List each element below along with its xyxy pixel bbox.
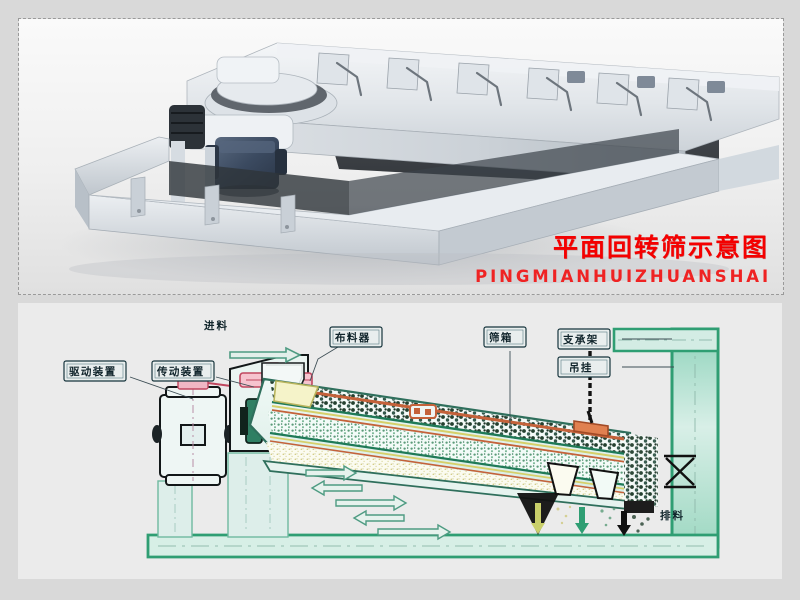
support-frame-structure <box>146 327 720 559</box>
label-screen-box: 筛箱 <box>483 326 527 348</box>
label-transmission-device: 传动装置 <box>151 360 215 382</box>
feed-arrow <box>229 346 302 364</box>
label-suspension: 吊挂 <box>557 356 611 378</box>
cross-brace <box>664 454 696 489</box>
label-distributor: 布料器 <box>329 326 383 348</box>
label-text-suspension: 吊挂 <box>569 361 593 374</box>
label-text-drive-device: 驱动装置 <box>69 365 117 378</box>
label-text-feed-inlet: 进料 <box>204 319 229 332</box>
title-pinyin: PINGMIANHUIZHUANSHAI <box>475 267 771 286</box>
distributor-graphic <box>273 380 320 408</box>
discharge-hoppers <box>546 433 658 513</box>
machine-photo <box>19 19 783 294</box>
motion-arrows <box>305 464 452 541</box>
product-photo-panel: 平面回转筛示意图 PINGMIANHUIZHUANSHAI <box>18 18 784 295</box>
discharge-arrows <box>517 493 631 536</box>
leader-lines <box>129 338 674 427</box>
support-legs <box>157 452 289 538</box>
title-chinese: 平面回转筛示意图 <box>552 233 769 262</box>
label-text-screen-box: 筛箱 <box>489 331 513 344</box>
label-support-frame: 支承架 <box>557 328 611 350</box>
label-text-distributor: 布料器 <box>335 331 371 344</box>
label-text-transmission-device: 传动装置 <box>156 365 205 378</box>
label-drive-device: 驱动装置 <box>63 360 127 382</box>
label-text-discharge: 排料 <box>660 509 685 522</box>
label-text-support-frame: 支承架 <box>562 333 599 346</box>
schematic-panel: 驱动装置 传动装置 进料 布料器 筛箱 支承架 <box>18 303 782 579</box>
screen-box-graphic <box>248 377 632 511</box>
